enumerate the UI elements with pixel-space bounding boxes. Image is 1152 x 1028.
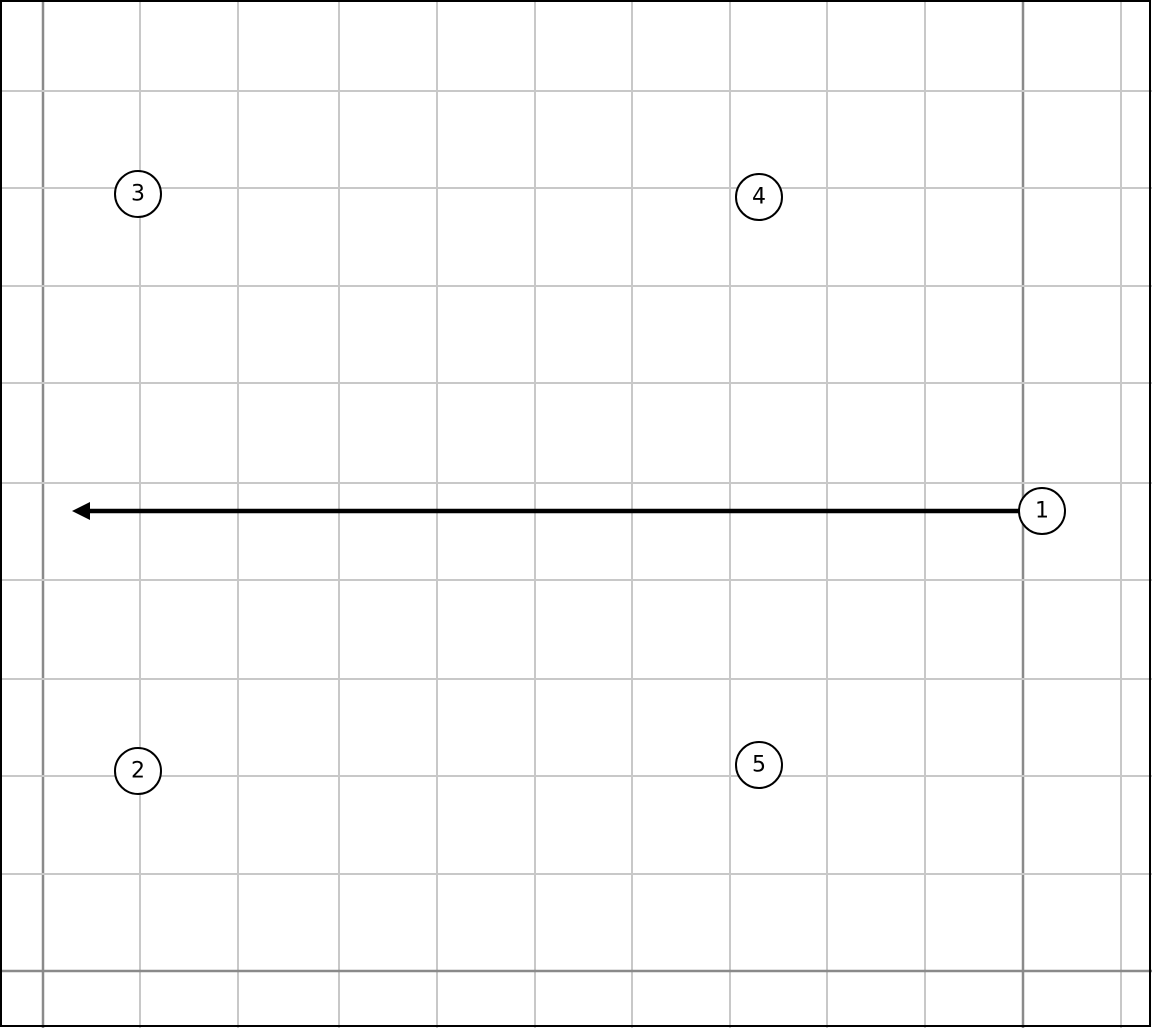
marker-1-label: 1 (1035, 499, 1049, 524)
marker-5-label: 5 (752, 753, 766, 778)
marker-4: 4 (735, 173, 783, 221)
marker-5-circle (735, 741, 783, 789)
marker-3: 3 (114, 170, 162, 218)
arrow-head (72, 502, 90, 520)
marker-4-label: 4 (752, 185, 766, 210)
horizontal-arrow (72, 502, 1020, 520)
marker-1: 1 (1018, 487, 1066, 535)
marker-4-circle (735, 173, 783, 221)
marker-1-circle (1018, 487, 1066, 535)
marker-3-label: 3 (131, 182, 145, 207)
marker-2: 2 (114, 747, 162, 795)
marker-2-label: 2 (131, 759, 145, 784)
marker-2-circle (114, 747, 162, 795)
marker-5: 5 (735, 741, 783, 789)
marker-3-circle (114, 170, 162, 218)
